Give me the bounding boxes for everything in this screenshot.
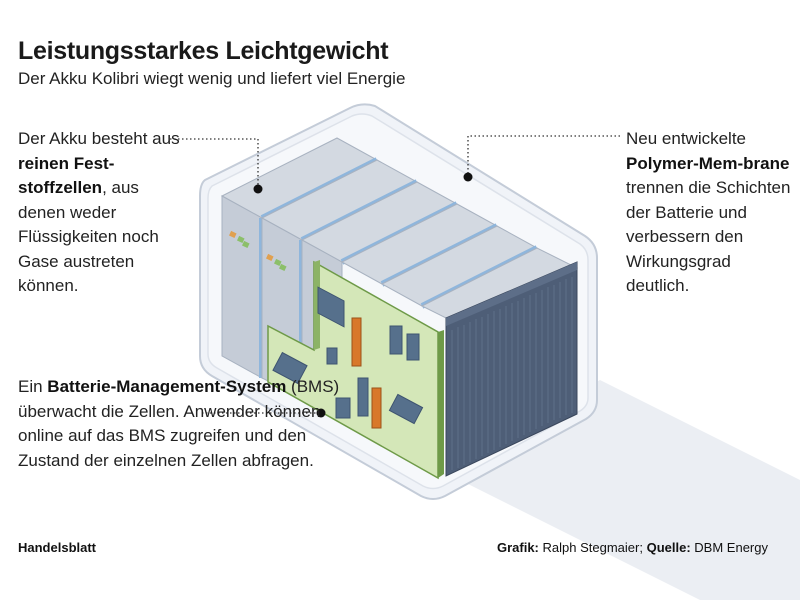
annotation-bms-text-2: (BMS) überwacht die Zellen. Anwender kön… (18, 377, 340, 470)
chip-flat (388, 393, 424, 425)
chip-small-1 (389, 325, 403, 355)
marker-membrane (463, 172, 473, 182)
cell-6 (420, 247, 579, 477)
chip-small-2 (406, 333, 420, 361)
annotation-cells-text-1: Der Akku besteht aus (18, 129, 180, 148)
credit-label: Grafik: (496, 540, 539, 555)
annotation-bms-text-1: Ein (18, 377, 48, 396)
page-subtitle: Der Akku Kolibri wiegt wenig und liefert… (18, 69, 406, 88)
credit-name: Ralph Stegmaier; (542, 540, 643, 555)
annotation-membrane-text-1: Neu entwickelte (626, 129, 747, 148)
cell-connectors (229, 230, 287, 271)
source-name: DBM Energy (694, 540, 768, 555)
chip-small-5 (335, 397, 351, 419)
annotation-membrane-bold: Polymer-Mem-brane (626, 153, 790, 173)
annotation-cells: Der Akku besteht aus reinen Fest-stoffze… (18, 127, 188, 299)
bms-board (267, 260, 444, 480)
marker-cells (253, 184, 263, 194)
page-title: Leistungsstarkes Leichtgewicht (18, 37, 389, 65)
leader-cells (170, 138, 259, 188)
annotation-bms-bold: Batterie-Management-System (47, 377, 287, 396)
chip-small-4 (357, 377, 369, 417)
annotation-cells-bold: reinen Fest-stoffzellen (18, 153, 115, 198)
annotation-membrane-text-2: trennen die Schichten der Batterie und v… (626, 178, 791, 295)
chip-orange-tall (351, 317, 362, 367)
chip-orange-small (371, 387, 382, 429)
chip-large (317, 286, 345, 328)
annotation-membrane: Neu entwickelte Polymer-Mem-brane trenne… (626, 127, 796, 299)
chip-wide (272, 351, 308, 385)
leader-membrane (467, 135, 620, 176)
source-label: Quelle: (646, 540, 691, 555)
credit-line: Grafik: Ralph Stegmaier; Quelle: DBM Ene… (497, 540, 768, 555)
publisher-label: Handelsblatt (18, 540, 97, 555)
leader-lines (170, 135, 620, 414)
annotation-cells-text-2: , aus denen weder Flüssigkeiten noch Gas… (18, 178, 159, 295)
chip-small-3 (326, 347, 338, 365)
annotation-bms: Ein Batterie-Management-System (BMS) übe… (18, 375, 348, 473)
marker-bms (316, 408, 326, 418)
